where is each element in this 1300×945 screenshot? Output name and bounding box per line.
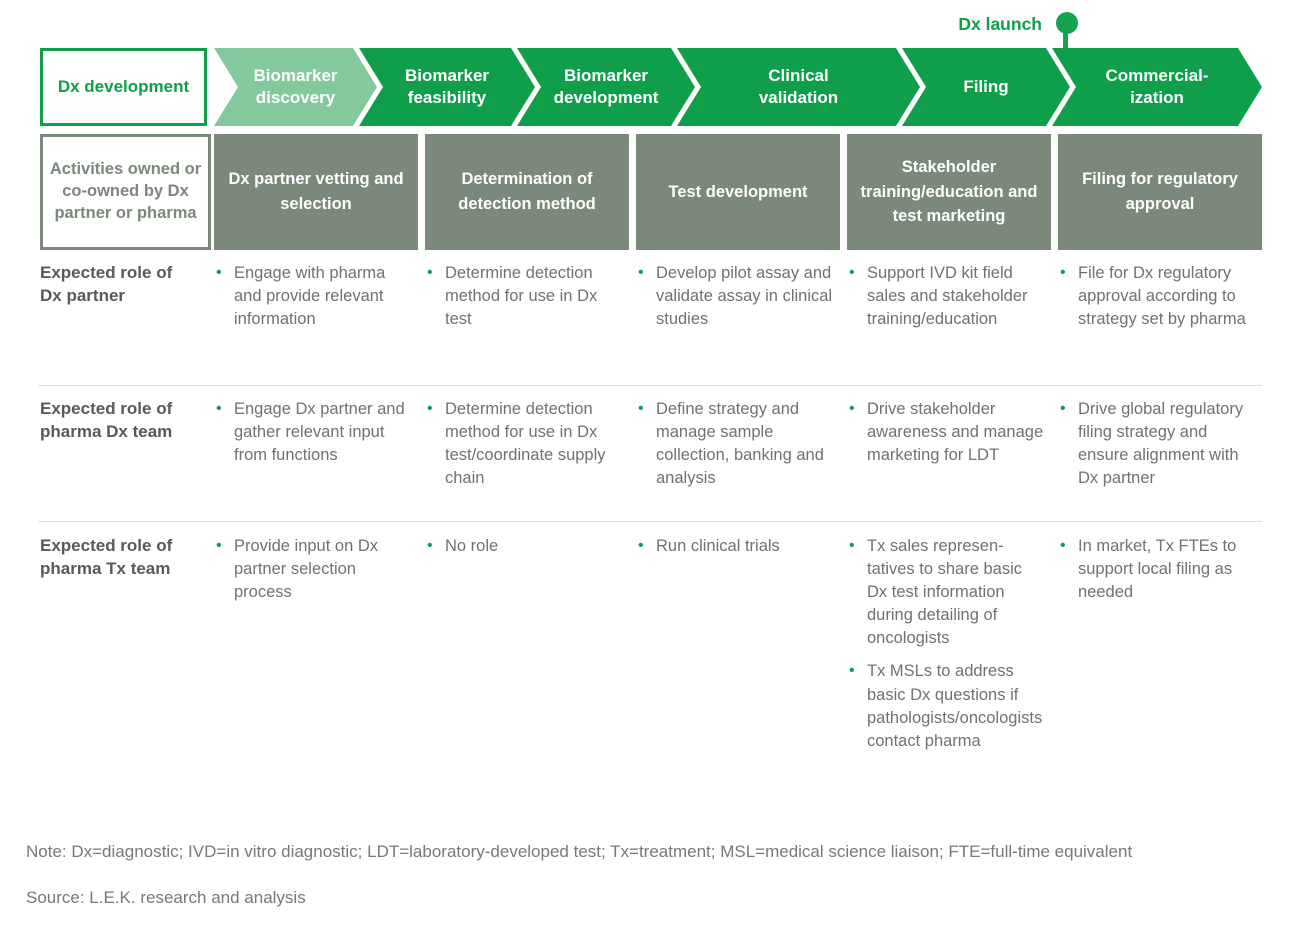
phase-commercialization: Commercial-ization (1052, 48, 1262, 126)
cell-pharma-dx-discovery: Engage Dx partner and gather relevant in… (214, 398, 418, 477)
cell-dx-partner-filing: Support IVD kit field sales and stakehol… (847, 262, 1051, 341)
cell-dx-partner-feasibility: Determine detection method for use in Dx… (425, 262, 629, 341)
phase-filing: Filing (902, 48, 1070, 126)
cell-dx-partner-development: Develop pilot assay and validate assay i… (636, 262, 840, 341)
activity-dx-partner-vetting: Dx partner vetting and selection (214, 134, 418, 250)
launch-pin-stem (1063, 32, 1068, 49)
phase-biomarker-development: Biomarker development (517, 48, 695, 126)
cell-pharma-tx-commercialization: In market, Tx FTEs to support local fili… (1058, 535, 1262, 614)
activity-test-development: Test development (636, 134, 840, 250)
phase-biomarker-discovery: Biomarker discovery (214, 48, 377, 126)
row-label-dx-partner: Expected role of Dx partner (40, 263, 173, 305)
row-label-pharma-dx: Expected role of pharma Dx team (40, 399, 173, 441)
source-text: Source: L.E.K. research and analysis (26, 888, 306, 907)
launch-pin-icon (1056, 12, 1078, 34)
row-label-pharma-tx: Expected role of pharma Tx team (40, 536, 173, 578)
cell-dx-partner-discovery: Engage with pharma and provide relevant … (214, 262, 418, 341)
activities-intro-label: Activities owned or co-owned by Dx partn… (49, 160, 202, 222)
note-text: Note: Dx=diagnostic; IVD=in vitro diagno… (26, 842, 1133, 861)
cell-pharma-tx-development: Run clinical trials (636, 535, 840, 568)
cell-pharma-tx-feasibility: No role (425, 535, 629, 568)
cell-pharma-dx-development: Define strategy and manage sample collec… (636, 398, 840, 500)
cell-pharma-tx-discovery: Provide input on Dx partner selection pr… (214, 535, 418, 614)
row-divider-2 (38, 521, 1262, 522)
cell-pharma-dx-filing: Drive stakeholder awareness and manage m… (847, 398, 1051, 477)
activity-stakeholder-training: Stakeholder training/education and test … (847, 134, 1051, 250)
activities-intro-box: Activities owned or co-owned by Dx partn… (40, 134, 211, 250)
phase-biomarker-feasibility: Biomarker feasibility (359, 48, 535, 126)
cell-pharma-dx-feasibility: Determine detection method for use in Dx… (425, 398, 629, 500)
phase-intro-box: Dx development (40, 48, 207, 126)
cell-dx-partner-commercialization: File for Dx regulatory approval accordin… (1058, 262, 1262, 341)
phase-intro-label: Dx development (57, 76, 190, 96)
dx-launch-label: Dx launch (958, 14, 1042, 34)
cell-pharma-tx-filing: Tx sales represen­tatives to share basic… (847, 535, 1051, 763)
activity-detection-method: Determination of detection method (425, 134, 629, 250)
row-divider-1 (38, 385, 1262, 386)
cell-pharma-dx-commercialization: Drive global regulatory filing strategy … (1058, 398, 1262, 500)
phase-clinical-validation: Clinical validation (677, 48, 920, 126)
activity-regulatory-filing: Filing for regulatory approval (1058, 134, 1262, 250)
